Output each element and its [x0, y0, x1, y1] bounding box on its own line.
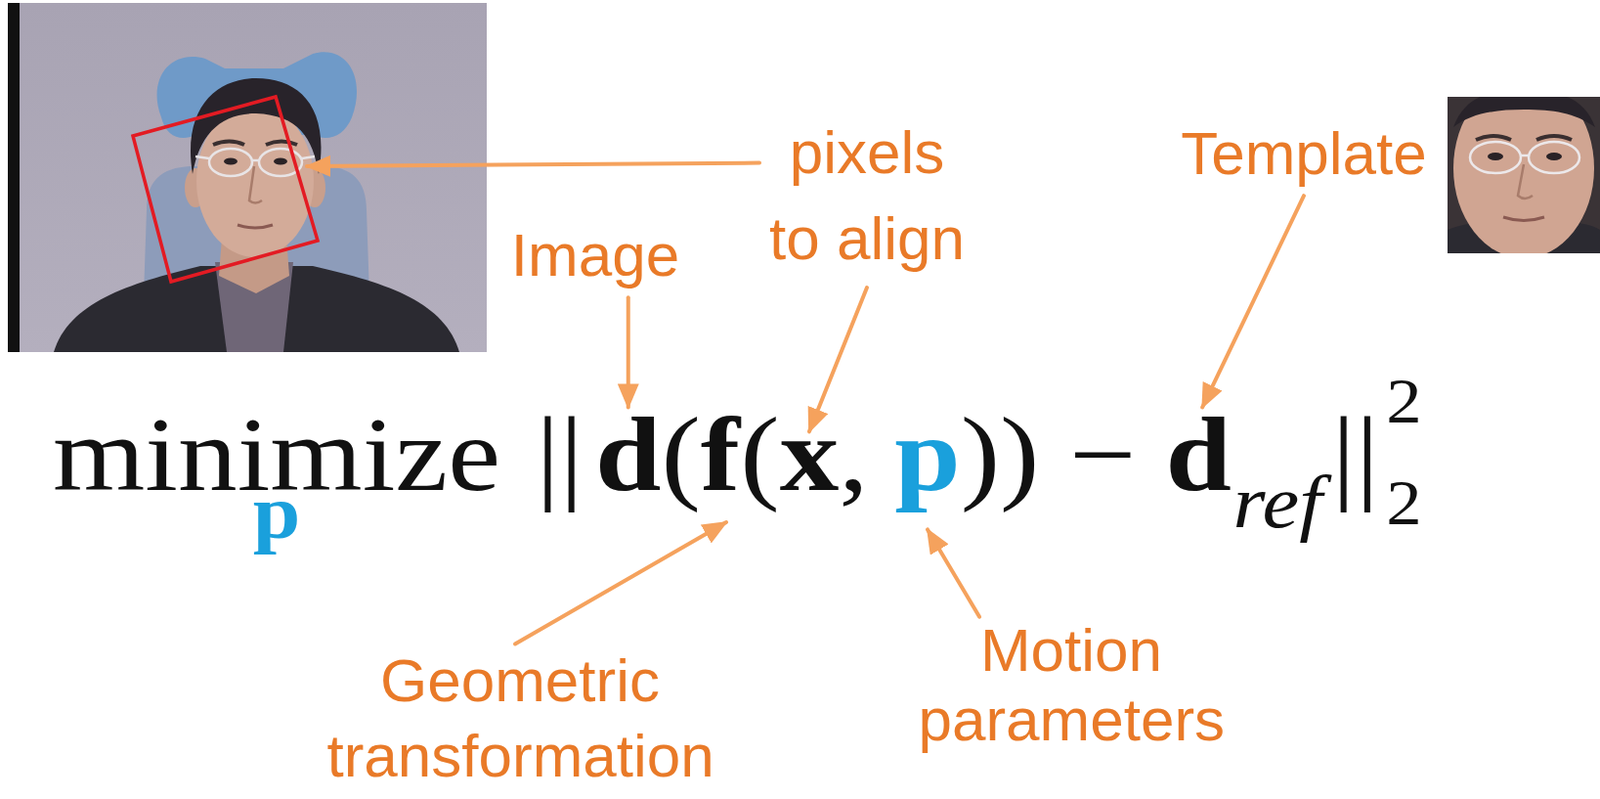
- formula-term: f: [700, 395, 740, 513]
- leader-arrow: [515, 521, 727, 645]
- formula-term: ): [960, 395, 1000, 513]
- formula-term: 2: [1385, 471, 1422, 535]
- formula-term: ,: [838, 395, 868, 513]
- leader-arrow: [927, 528, 980, 616]
- template-image: [1447, 96, 1600, 254]
- formula-term: ||: [1331, 395, 1380, 513]
- optimization-variable: p: [253, 475, 302, 552]
- photo-image: [7, 2, 487, 352]
- formula-term: (: [739, 395, 779, 513]
- formula-term: −: [1069, 395, 1136, 513]
- objective-equation: minimizep||d(f(x,p))−dref||22: [52, 401, 1380, 508]
- formula-term: ): [999, 395, 1039, 513]
- formula-term: ref: [1233, 461, 1323, 543]
- formula-term: d: [1165, 395, 1231, 513]
- leader-arrow: [1202, 195, 1304, 407]
- formula-term: (: [660, 395, 700, 513]
- leader-arrow: [626, 297, 631, 407]
- callout-label: Image: [510, 218, 682, 292]
- alignment-box: [132, 96, 318, 282]
- callout-label: Geometric transformation: [327, 642, 714, 794]
- callout-label: Template: [1179, 117, 1428, 190]
- formula-term: p: [894, 395, 960, 513]
- callout-label: Motion parameters: [918, 614, 1225, 755]
- callout-label: pixels to align: [769, 109, 965, 282]
- leader-arrow: [306, 163, 760, 167]
- formula-term: d: [595, 395, 661, 513]
- formula-term: x: [779, 395, 840, 513]
- formula-term: 2: [1385, 369, 1422, 433]
- formula-term: ||: [535, 395, 584, 513]
